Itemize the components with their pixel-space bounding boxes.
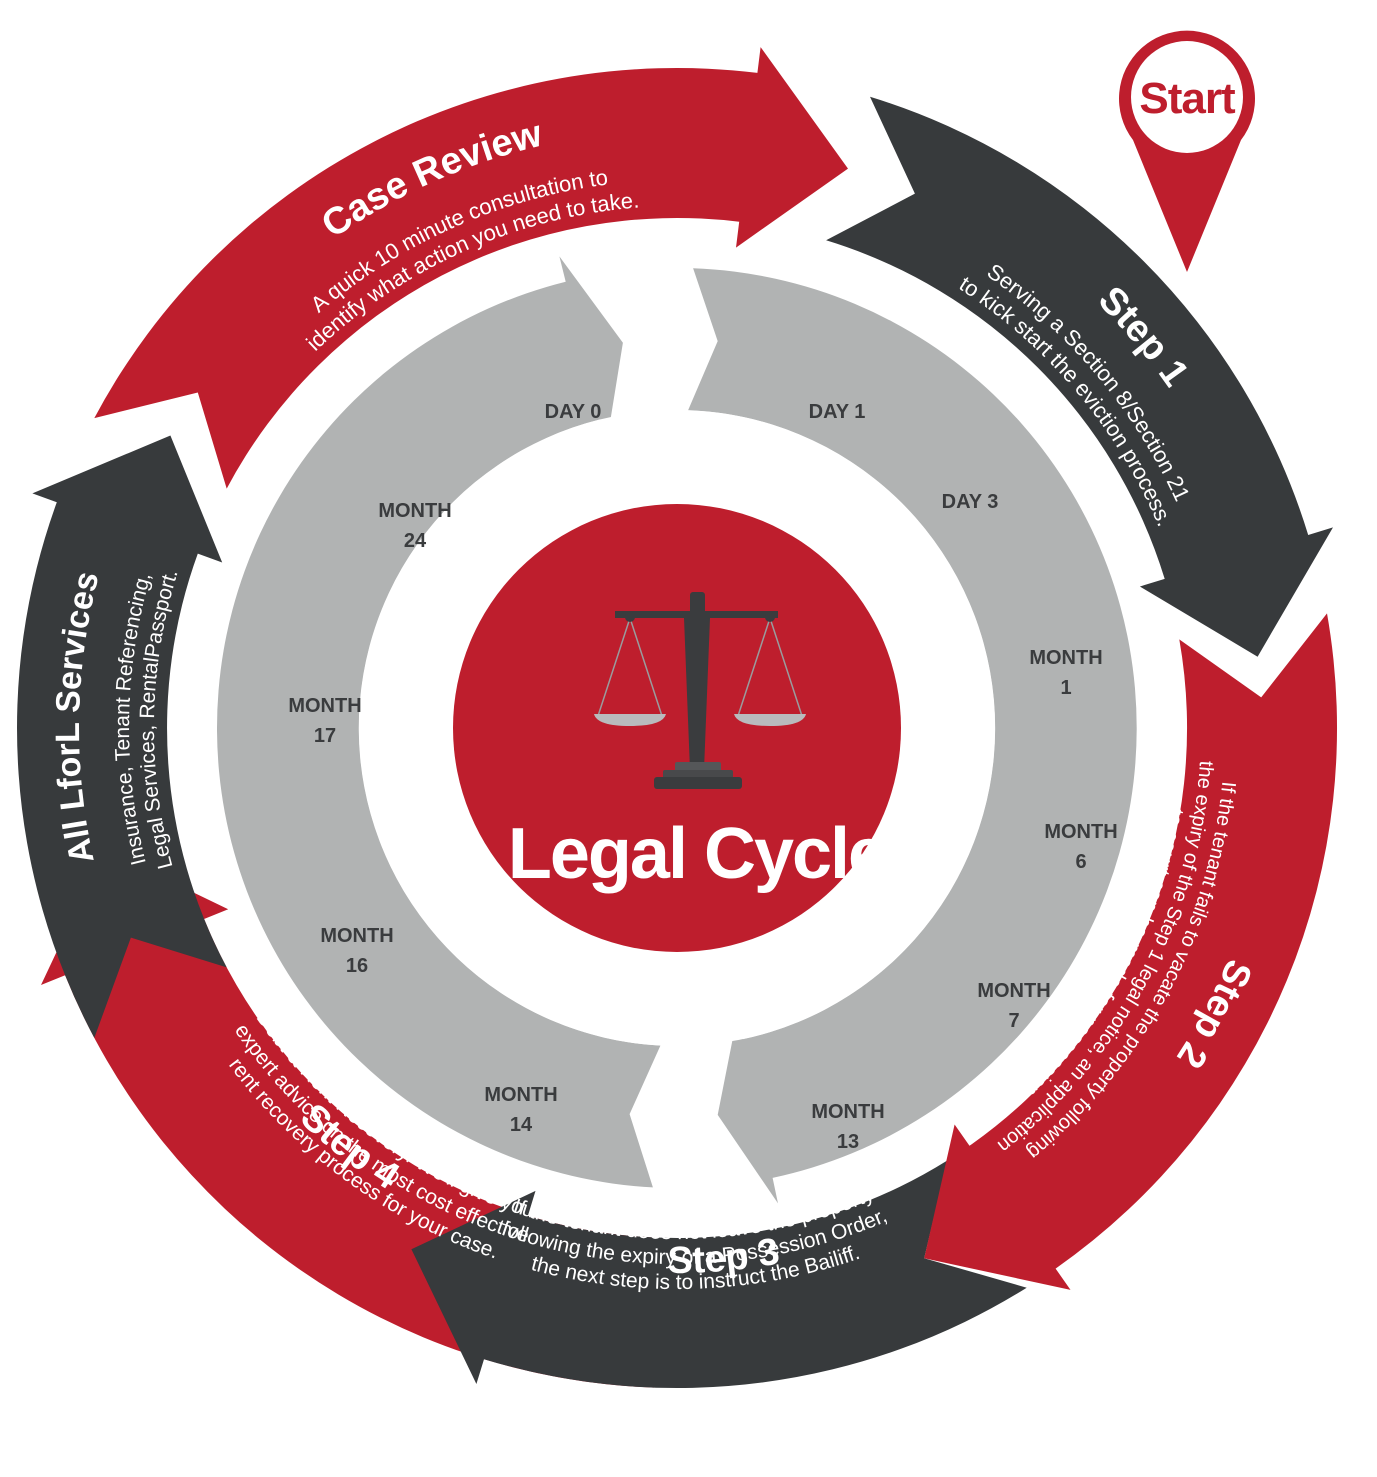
case-review-arrow [94,47,849,489]
step-2-arrow [924,613,1338,1290]
start-label: Start [1139,74,1236,123]
timeline-arrow-2 [688,268,1137,1204]
start-marker[interactable]: Start [1119,30,1256,273]
start-pin-inner-circle [1131,41,1243,153]
center-circle [453,504,901,952]
services-arrow [17,435,227,1038]
outer-ring [17,47,1338,1389]
timeline-label-day-0: DAY 0 [545,401,602,423]
timeline-arrow-1 [217,256,661,1188]
step-3-arrow [411,1160,1027,1389]
timeline-label-day-1: DAY 1 [809,401,866,423]
center-hub: Legal Cycle [453,504,901,952]
timeline-label-day-3: DAY 3 [942,491,999,513]
center-title: Legal Cycle [508,814,886,894]
scales-of-justice-icon [594,592,806,789]
step-1-arrow [826,96,1333,657]
